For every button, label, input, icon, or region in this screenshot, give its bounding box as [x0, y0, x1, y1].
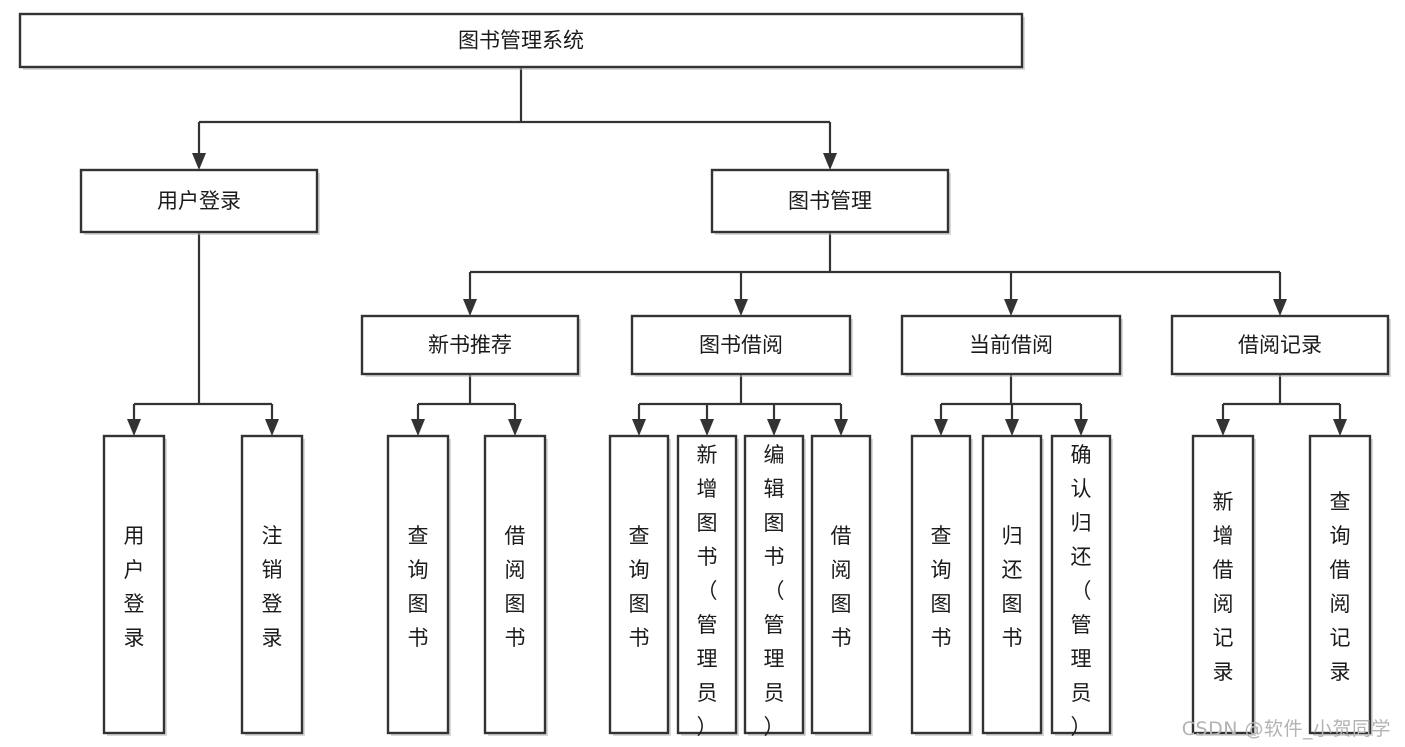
node-box-root[interactable]: [18, 12, 1024, 69]
node-label-leaf-confirm-return: 确认归还（管理员）: [1071, 443, 1092, 739]
node-box-leaf-user-logout[interactable]: [240, 434, 304, 735]
node-label-leaf-edit-book: 编辑图书（管理员）: [764, 443, 785, 739]
node-box-user-login[interactable]: [79, 168, 319, 234]
node-leaf-borrow-book[interactable]: 借阅图书: [810, 434, 873, 736]
node-label-leaf-query-book-cur: 查询图书: [931, 524, 952, 650]
node-label-leaf-add-record: 新增借阅记录: [1213, 490, 1234, 684]
node-leaf-add-record[interactable]: 新增借阅记录: [1191, 434, 1256, 736]
node-label-leaf-query-record: 查询借阅记录: [1330, 490, 1351, 684]
node-label-user-login: 用户登录: [157, 189, 241, 213]
node-leaf-borrow-book-rec[interactable]: 借阅图书: [483, 434, 548, 736]
node-label-leaf-add-book: 新增图书（管理员）: [697, 443, 718, 739]
edge-book-borrow-to-leaf-add-book-head: [700, 419, 714, 436]
node-label-root: 图书管理系统: [458, 29, 584, 53]
node-box-leaf-query-record[interactable]: [1308, 434, 1372, 735]
node-label-new-book-rec: 新书推荐: [428, 333, 512, 357]
node-borrow-record[interactable]: 借阅记录: [1170, 314, 1391, 377]
node-label-leaf-user-login: 用户登录: [124, 524, 145, 650]
node-label-book-manage: 图书管理: [788, 189, 872, 213]
node-label-book-borrow: 图书借阅: [699, 333, 783, 357]
node-label-leaf-borrow-book-rec: 借阅图书: [505, 524, 526, 650]
node-box-leaf-add-book[interactable]: [676, 434, 738, 735]
node-book-manage[interactable]: 图书管理: [710, 168, 951, 235]
node-label-current-borrow: 当前借阅: [969, 333, 1053, 357]
node-label-leaf-user-logout: 注销登录: [262, 524, 283, 650]
node-leaf-return-book[interactable]: 归还图书: [981, 434, 1044, 736]
node-box-leaf-edit-book[interactable]: [743, 434, 805, 735]
node-box-leaf-confirm-return[interactable]: [1050, 434, 1112, 735]
node-leaf-edit-book[interactable]: 编辑图书（管理员）: [743, 434, 806, 739]
edge-manage-to-book-borrow-head: [734, 299, 748, 316]
node-leaf-user-login[interactable]: 用户登录: [102, 434, 167, 736]
node-box-leaf-return-book[interactable]: [981, 434, 1043, 735]
node-leaf-confirm-return[interactable]: 确认归还（管理员）: [1050, 434, 1113, 739]
edge-manage-to-current-borrow-head: [1004, 299, 1018, 316]
node-label-leaf-return-book: 归还图书: [1002, 524, 1023, 650]
edge-root-to-book-manage-head: [823, 153, 837, 170]
node-label-leaf-query-book-rec: 查询图书: [408, 524, 429, 650]
edge-new-book-rec-to-leaf-borrow-book-rec-head: [508, 419, 522, 436]
node-box-book-manage[interactable]: [710, 168, 950, 234]
node-leaf-query-book-rec[interactable]: 查询图书: [386, 434, 451, 736]
node-box-leaf-query-book-borrow[interactable]: [608, 434, 670, 735]
edge-new-book-rec-to-leaf-query-book-rec-head: [411, 419, 425, 436]
csdn-watermark: CSDN @软件_小贺同学: [1181, 718, 1391, 740]
node-box-borrow-record[interactable]: [1170, 314, 1390, 376]
edge-borrow-record-to-leaf-query-record-head: [1333, 419, 1347, 436]
node-box-leaf-user-login[interactable]: [102, 434, 166, 735]
node-label-leaf-borrow-book: 借阅图书: [831, 524, 852, 650]
node-box-book-borrow[interactable]: [630, 314, 852, 376]
node-leaf-query-book-borrow[interactable]: 查询图书: [608, 434, 671, 736]
node-box-leaf-add-record[interactable]: [1191, 434, 1255, 735]
edge-borrow-record-to-leaf-add-record-head: [1216, 419, 1230, 436]
node-label-borrow-record: 借阅记录: [1238, 333, 1322, 357]
edge-user-login-to-leaf-user-logout-head: [265, 419, 279, 436]
edge-book-borrow-to-leaf-borrow-book-head: [834, 419, 848, 436]
node-leaf-add-book[interactable]: 新增图书（管理员）: [676, 434, 739, 739]
edge-manage-to-new-book-rec-head: [463, 299, 477, 316]
node-current-borrow[interactable]: 当前借阅: [900, 314, 1123, 377]
edge-root-to-user-login-head: [192, 153, 206, 170]
edge-book-borrow-to-leaf-query-book-borrow-head: [632, 419, 646, 436]
node-leaf-query-record[interactable]: 查询借阅记录: [1308, 434, 1373, 736]
edge-manage-to-borrow-record-head: [1273, 299, 1287, 316]
edge-current-borrow-to-leaf-return-book-head: [1005, 419, 1019, 436]
edge-user-login-to-leaf-user-login-head: [127, 419, 141, 436]
node-leaf-query-book-cur[interactable]: 查询图书: [910, 434, 973, 736]
node-label-leaf-query-book-borrow: 查询图书: [629, 524, 650, 650]
node-box-leaf-borrow-book[interactable]: [810, 434, 872, 735]
node-box-current-borrow[interactable]: [900, 314, 1122, 376]
node-new-book-rec[interactable]: 新书推荐: [360, 314, 581, 377]
node-root[interactable]: 图书管理系统: [18, 12, 1025, 70]
node-box-leaf-query-book-rec[interactable]: [386, 434, 450, 735]
node-user-login[interactable]: 用户登录: [79, 168, 320, 235]
edge-book-borrow-to-leaf-edit-book-head: [767, 419, 781, 436]
node-leaf-user-logout[interactable]: 注销登录: [240, 434, 305, 736]
node-box-leaf-borrow-book-rec[interactable]: [483, 434, 547, 735]
node-box-leaf-query-book-cur[interactable]: [910, 434, 972, 735]
edge-current-borrow-to-leaf-confirm-return-head: [1074, 419, 1088, 436]
node-box-new-book-rec[interactable]: [360, 314, 580, 376]
node-book-borrow[interactable]: 图书借阅: [630, 314, 853, 377]
edge-current-borrow-to-leaf-query-book-cur-head: [934, 419, 948, 436]
